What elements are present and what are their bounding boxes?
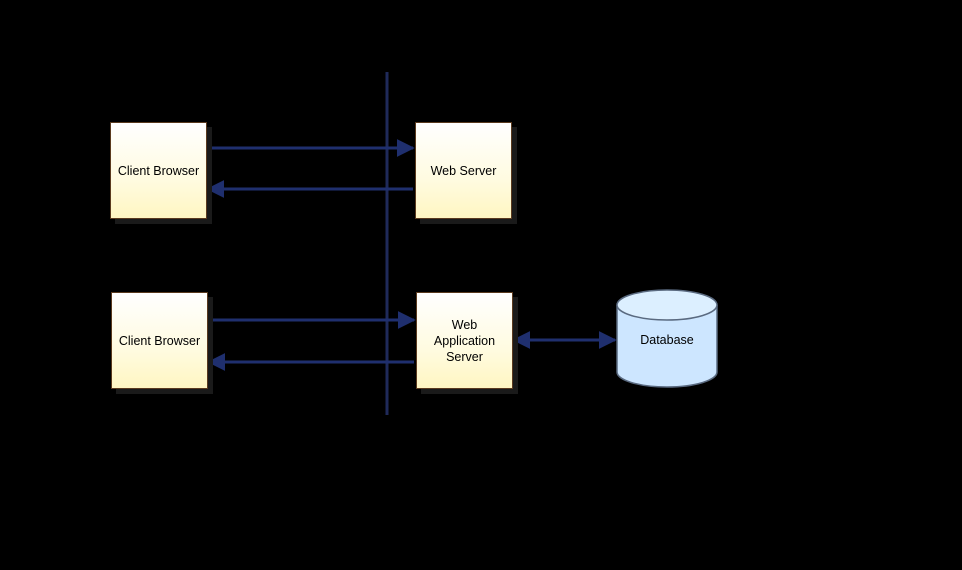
web-server-node: Web Server [415,122,512,219]
client-browser-top-node: Client Browser [110,122,207,219]
client-browser-bottom-node: Client Browser [111,292,208,389]
database-cylinder [616,289,718,388]
web-application-server-node: Web Application Server [416,292,513,389]
database-label: Database [640,333,694,347]
